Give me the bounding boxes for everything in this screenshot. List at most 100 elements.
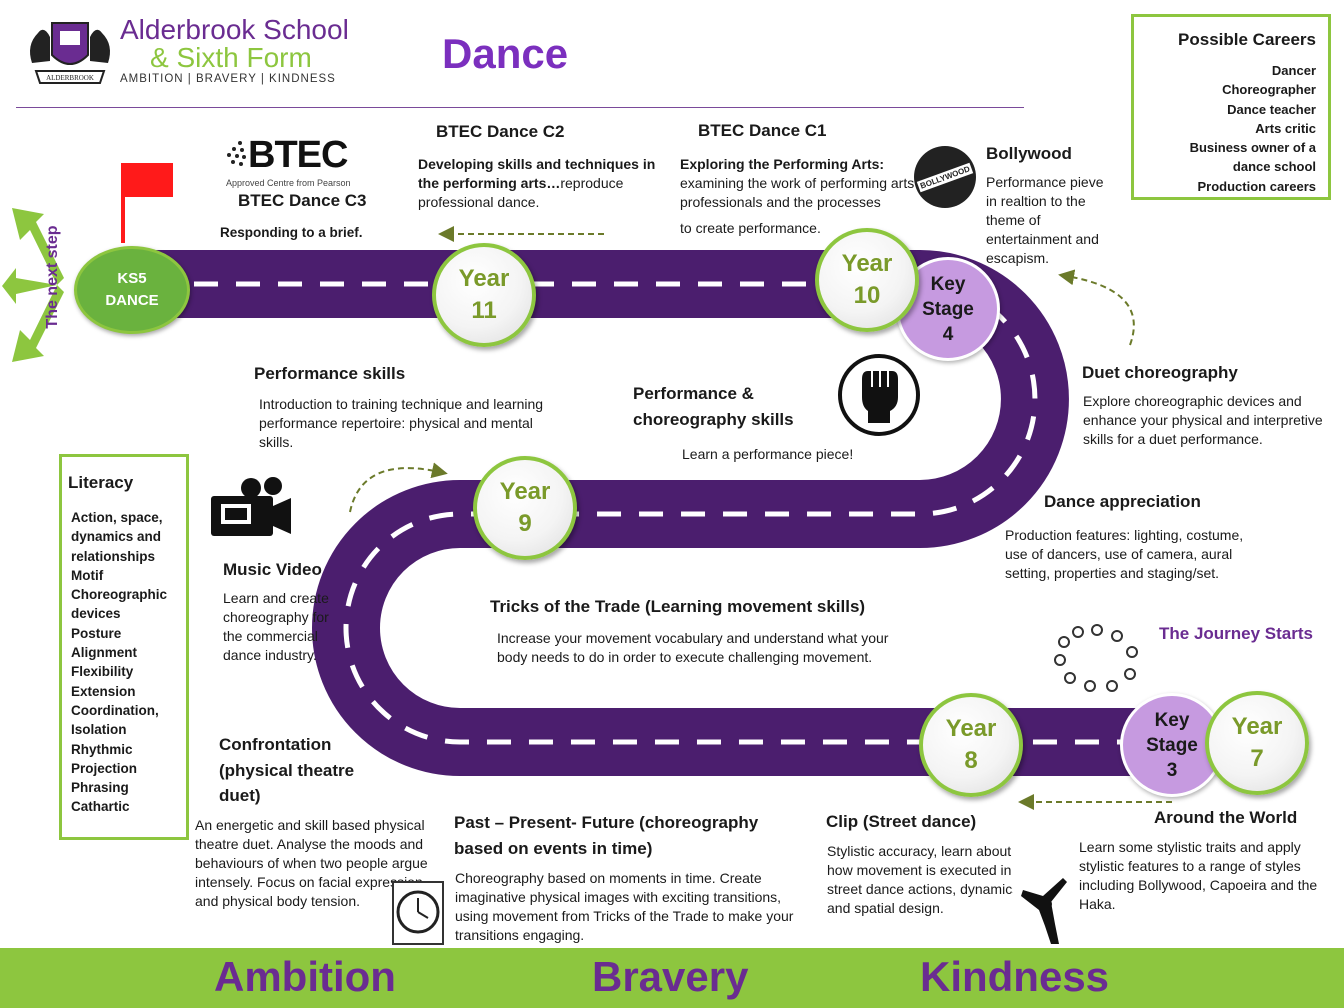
year-word: Year [499,478,551,505]
literacy-item: Posture [71,625,122,641]
bollywood-line: escapism. [986,250,1050,266]
btec-c3-text: Responding to a brief. [220,225,363,240]
btec-c1-text2: to create performance. [680,220,821,236]
tricks-text: Increase your movement vocabulary and un… [497,630,889,665]
clip-text: Stylistic accuracy, learn about how move… [827,843,1020,916]
footer-kindness: Kindness [920,953,1110,1000]
btec-c2-desc: Developing skills and techniques in the … [418,155,663,212]
btec-c1-text: examining the work of performing arts pr… [680,175,915,210]
literacy-item: Coordination, [71,702,159,718]
btec-tagline: Approved Centre from Pearson [226,178,351,188]
ks-number: 3 [1166,759,1178,781]
tricks-title: Tricks of the Trade (Learning movement s… [490,597,866,616]
perf-choreo-title-2: choreography skills [633,410,794,429]
around-world-title: Around the World [1154,808,1298,827]
perf-choreo-title-1: Performance & [633,384,754,403]
careers-box: Possible Careers Dancer Choreographer Da… [1131,14,1331,200]
year-word: Year [841,250,893,277]
btec-c2-title: BTEC Dance C2 [436,122,565,141]
year-word: Year [1231,713,1283,740]
ks-word: Key [1154,709,1190,731]
confrontation-text: An energetic and skill based physical th… [195,817,428,909]
career-item: Choreographer [1222,82,1316,98]
literacy-item: Phrasing [71,780,129,796]
btec-c2-bold: Developing skills and techniques in the … [418,156,656,191]
year-number: 11 [471,297,497,324]
literacy-item: Alignment [71,645,137,661]
careers-heading: Possible Careers [1178,30,1316,49]
literacy-list: Action, space, dynamics and relationship… [71,508,167,817]
career-item: Dance teacher [1227,101,1316,117]
literacy-item: Isolation [71,722,127,738]
breakdancer-icon [1013,870,1079,948]
btec-c3-title: BTEC Dance C3 [238,191,367,210]
bollywood-badge-text: BOLLYWOOD [916,162,974,192]
year-word: Year [945,715,997,742]
year-11-milestone: Year 11 [432,243,536,347]
literacy-heading: Literacy [68,473,134,492]
duet-title: Duet choreography [1082,363,1238,382]
dance-appreciation-title: Dance appreciation [1044,492,1201,511]
literacy-item: devices [71,606,121,622]
literacy-box: Literacy Action, space, dynamics and rel… [59,454,189,840]
footer-bar [0,948,1344,1008]
confrontation-title-3: duet) [219,786,261,805]
confrontation-title-1: Confrontation [219,735,332,754]
career-item: Dancer [1271,63,1316,78]
performance-skills-text: Introduction to training technique and l… [259,396,544,450]
literacy-item: Projection [71,760,138,776]
footer-bravery: Bravery [592,953,749,1000]
raised-fist-icon [838,354,920,436]
literacy-item: Cathartic [71,799,130,815]
ks-word: Key [930,273,966,295]
btec-c1-title: BTEC Dance C1 [698,121,827,140]
ks5-label: KS5 [117,270,147,287]
page-title: Dance [442,30,569,77]
literacy-item: Extension [71,683,136,699]
year-number: 10 [853,282,881,309]
year-number: 9 [518,510,532,537]
school-name-line2: & Sixth Form [150,42,312,73]
past-present-text: Choreography based on moments in time. C… [455,870,794,943]
flag-pole [121,163,125,243]
literacy-item: Flexibility [71,664,134,680]
duet-text: Explore choreographic devices and enhanc… [1083,393,1323,447]
bollywood-title: Bollywood [986,144,1072,163]
literacy-item: Choreographic [71,587,168,603]
past-present-title-1: Past – Present- Future (choreography [454,813,759,832]
year-10-milestone: Year 10 [815,228,919,332]
bollywood-desc: Performance pieve in realtion to the the… [986,173,1104,268]
confrontation-title-2: (physical theatre [219,761,355,780]
career-item: Arts critic [1255,120,1316,136]
video-camera-icon [211,477,291,536]
year-8-milestone: Year 8 [919,693,1023,797]
music-video-title: Music Video [223,560,322,579]
performance-skills-title: Performance skills [254,364,406,383]
bollywood-badge-icon: BOLLYWOOD [914,146,976,208]
bollywood-line: entertainment and [986,231,1099,247]
flag-icon [125,163,173,197]
perf-choreo-text: Learn a performance piece! [682,446,854,462]
footer-ambition: Ambition [214,953,396,1000]
career-item: dance school [1232,159,1316,175]
ks5-dance-label: DANCE [105,292,159,309]
year-word: Year [458,265,510,292]
journey-starts-title: The Journey Starts [1159,624,1313,643]
ks-word: Stage [922,298,974,320]
header-divider [16,107,1024,108]
arrow-to-year9 [349,462,448,513]
ks5-dance-circle: KS5 DANCE [74,246,190,334]
ks-word: Stage [1146,734,1198,756]
clip-title: Clip (Street dance) [826,812,977,831]
btec-c2-text: reproduce professional dance. [418,175,624,210]
btec-word: BTEC [248,134,348,176]
dance-appreciation-text: Production features: lighting, costume, … [1005,527,1244,581]
literacy-item: relationships [71,548,156,564]
next-step-arrows [2,208,64,362]
year-9-milestone: Year 9 [473,456,577,560]
school-crest [22,15,118,89]
school-motto: AMBITION | BRAVERY | KINDNESS [120,73,336,85]
clock-icon [392,881,444,945]
